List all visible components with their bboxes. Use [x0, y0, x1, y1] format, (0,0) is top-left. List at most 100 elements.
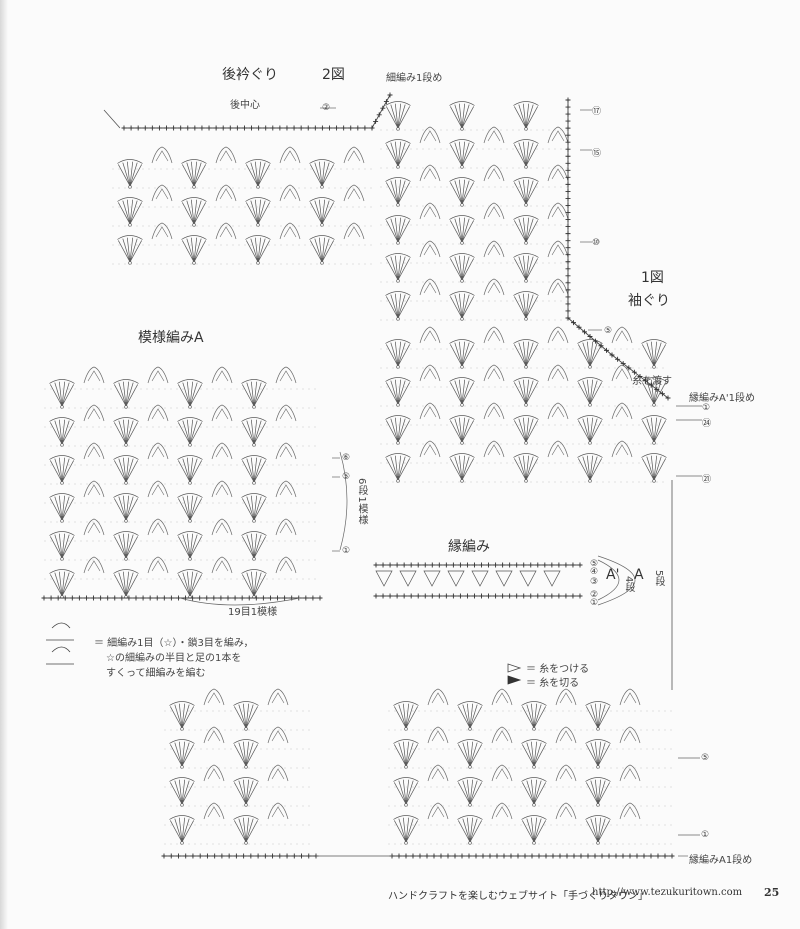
edging-picot-mark [447, 570, 465, 587]
row-marker-24: ㉔ [702, 419, 712, 429]
fan-stitch-mark [585, 701, 611, 731]
footer-url[interactable]: http://www.tezukuritown.com [592, 887, 743, 898]
sc-mark [659, 391, 665, 397]
sc-mark [241, 125, 247, 131]
fan-stitch-mark [641, 415, 667, 445]
v-stitch-mark [547, 364, 569, 382]
sc-mark [438, 853, 444, 859]
v-stitch-mark [491, 802, 513, 820]
fan-stitch-mark [241, 455, 267, 485]
sc-mark [571, 320, 576, 326]
v-stitch-mark [211, 442, 233, 460]
fan-stitch-mark [181, 197, 207, 227]
sc-mark [565, 181, 571, 187]
sc-mark [565, 111, 571, 117]
sc-mark [522, 853, 528, 859]
sc-mark [521, 593, 527, 599]
sc-mark [613, 853, 619, 859]
legend-cut-yarn: ＝ 糸を切る [526, 678, 580, 689]
fan-stitch-mark [117, 235, 143, 265]
sc-mark [480, 853, 486, 859]
sc-mark [542, 593, 548, 599]
sc-mark [429, 562, 435, 568]
sc-mark [598, 343, 604, 349]
pattern-a-repeat-bracket [179, 597, 301, 606]
sc-mark [140, 595, 146, 601]
fan-stitch-mark [513, 291, 539, 321]
sc-mark [225, 595, 231, 601]
sc-mark [396, 853, 402, 859]
sc-mark [262, 853, 268, 859]
v-stitch-mark [147, 404, 169, 422]
fan-stitch-mark [449, 291, 475, 321]
sc-mark [620, 361, 626, 367]
sc-mark [98, 595, 104, 601]
v-stitch-mark [275, 404, 297, 422]
v-stitch-mark [619, 764, 641, 782]
sc-mark [326, 125, 332, 131]
fan-stitch-mark [385, 415, 411, 445]
sc-mark [508, 853, 514, 859]
sc-mark [565, 160, 571, 166]
v-stitch-mark [267, 688, 289, 706]
sc-mark [637, 374, 643, 379]
sc-mark [147, 595, 153, 601]
fan-stitch-mark [177, 417, 203, 447]
sc-mark [234, 125, 240, 131]
edging-picot-mark [375, 570, 393, 587]
sc-mark [587, 334, 593, 339]
edging-title: 縁編み [448, 539, 490, 555]
sc-mark [233, 853, 239, 859]
sc-mark [183, 853, 189, 859]
fan-stitch-mark [385, 215, 411, 245]
v-stitch-mark [211, 518, 233, 536]
fan-stitch-mark [513, 415, 539, 445]
sc-mark [348, 125, 354, 131]
sc-mark [185, 125, 191, 131]
v-stitch-mark [151, 222, 173, 240]
v-stitch-mark [147, 518, 169, 536]
edging-a-prime-label: A' [606, 567, 620, 583]
v-stitch-mark [275, 442, 297, 460]
sc-mark [415, 562, 421, 568]
sc-mark [410, 853, 416, 859]
v-stitch-mark [419, 202, 441, 220]
sc-mark [156, 125, 162, 131]
sc-mark [493, 562, 499, 568]
sc-mark [565, 153, 571, 159]
legend-attach-yarn: ＝ 糸をつける [526, 664, 590, 675]
v-stitch-mark [483, 326, 505, 344]
sc-mark [550, 853, 556, 859]
sc-mark [376, 112, 382, 118]
sc-mark [239, 595, 245, 601]
v-stitch-mark [483, 440, 505, 458]
sc-mark [450, 562, 456, 568]
sc-mark [168, 595, 174, 601]
sc-mark [299, 853, 305, 859]
fan-stitch-mark [449, 139, 475, 169]
sc-mark [443, 593, 449, 599]
edging-a-bracket [597, 555, 636, 606]
fan-stitch-mark [577, 453, 603, 483]
sc-mark [643, 378, 649, 384]
v-stitch-mark [343, 184, 365, 202]
sc-mark [565, 217, 571, 223]
sc-mark [403, 853, 409, 859]
v-stitch-mark [547, 402, 569, 420]
v-stitch-mark [427, 764, 449, 782]
v-stitch-mark [211, 556, 233, 574]
sc-mark [284, 853, 290, 859]
v-stitch-mark [343, 146, 365, 164]
sc-mark [507, 562, 513, 568]
v-stitch-mark [555, 802, 577, 820]
sc-mark [549, 593, 555, 599]
sc-mark [197, 595, 203, 601]
yarn-transfer-label: 糸を渡す [632, 376, 672, 387]
sc-mark [380, 593, 386, 599]
figure2-sc-row-note: 細編み1段め [386, 73, 443, 84]
fan-stitch-mark [449, 377, 475, 407]
sc-mark [190, 853, 196, 859]
fan-stitch-mark [521, 701, 547, 731]
sc-mark [334, 125, 340, 131]
